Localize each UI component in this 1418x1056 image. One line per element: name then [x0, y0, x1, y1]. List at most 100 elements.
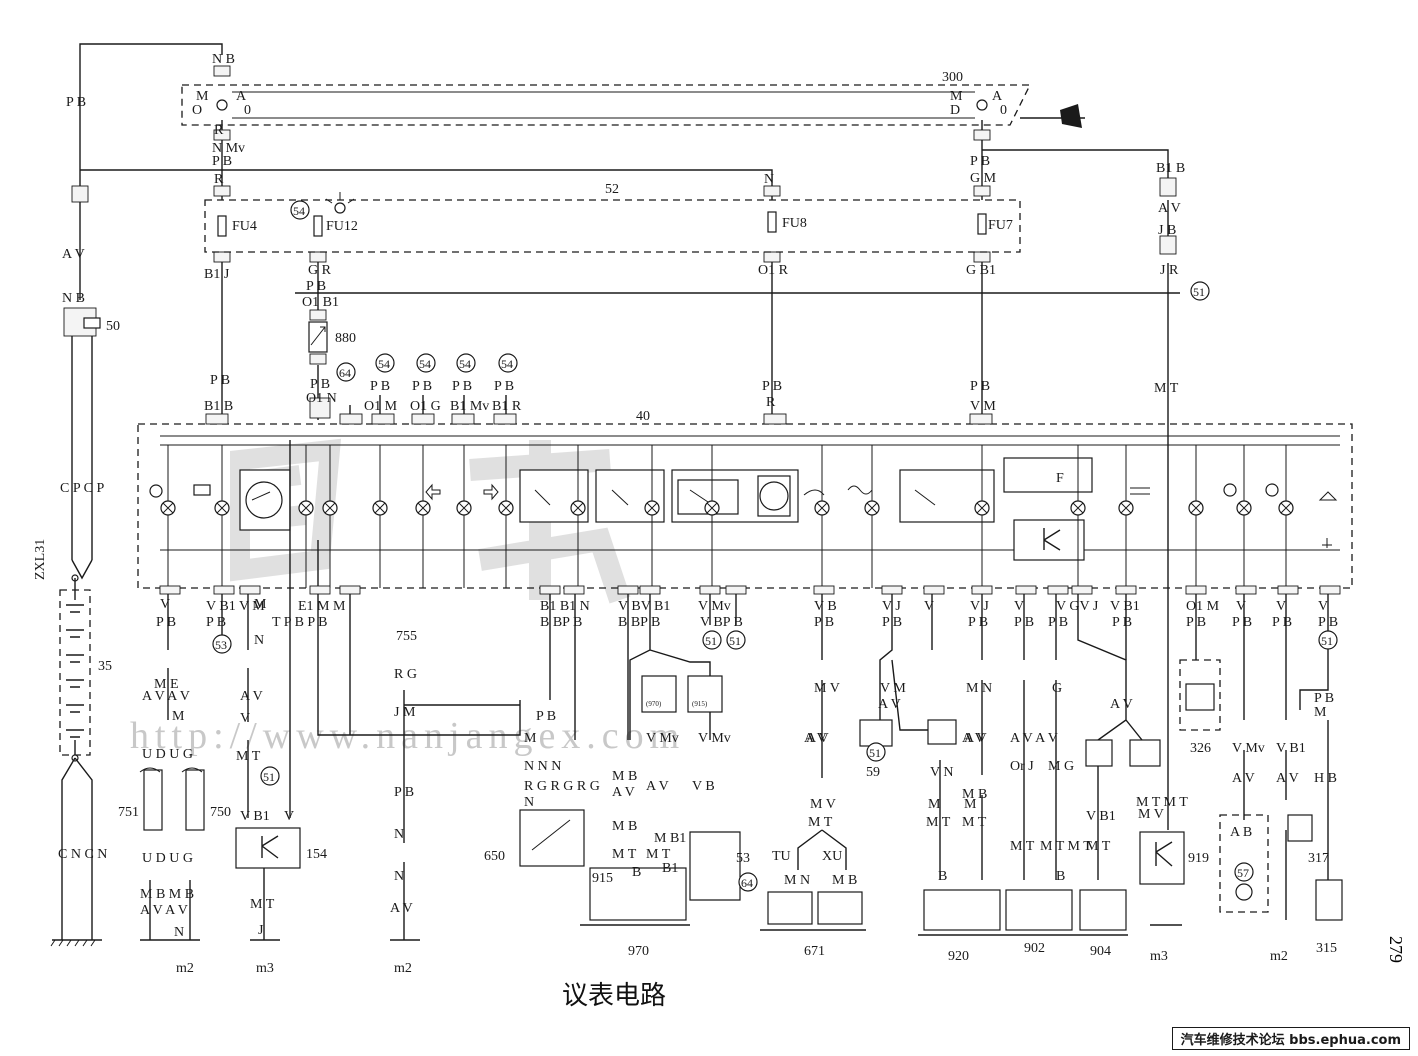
battery-icon: [193, 484, 211, 496]
wire-color-label: A V: [62, 247, 85, 262]
wire-color-label: M B: [612, 819, 637, 834]
fuse-fu8: FU8: [782, 216, 807, 231]
wire-color-label: P B: [970, 154, 990, 169]
glow-icon: [847, 485, 873, 495]
ground-m2-c: m2: [1270, 949, 1288, 964]
diode-icon: [1322, 538, 1332, 548]
connector-pin: [563, 585, 585, 595]
switch-label: A: [992, 89, 1003, 104]
ref-circle: [1190, 281, 1210, 301]
label-xu: XU: [822, 849, 842, 864]
ref-label: 51: [869, 746, 881, 760]
sensor-904: [1079, 889, 1127, 931]
wire-color-label: V: [1276, 599, 1286, 614]
ref-label: 54: [419, 357, 431, 371]
ref-circle: [1318, 630, 1338, 650]
wire-color-label: M T: [646, 847, 671, 862]
wire-color-label: M N: [966, 681, 992, 696]
ref-circle: [1234, 862, 1254, 882]
ref-label: 57: [1237, 866, 1249, 880]
wire-color-label: A V: [806, 731, 829, 746]
wire-color-label: A V: [390, 901, 413, 916]
wire-color-label: P B: [66, 95, 86, 110]
indicator-lamp: [456, 445, 472, 588]
wire-color-label: M T: [926, 815, 951, 830]
wire-color-label: G B1: [966, 263, 996, 278]
wire-color-label: N Mv: [212, 141, 245, 156]
wire-color-label: V B1 V M: [206, 599, 265, 614]
wire-color-label: V J: [882, 599, 901, 614]
wire-color-label: M T: [612, 847, 637, 862]
ref-label: 54: [293, 204, 305, 218]
instrument-panel-40: 40 F: [137, 409, 1353, 589]
page-number: 279: [1386, 930, 1410, 990]
wire-color-label: J: [258, 923, 264, 938]
label-50: 50: [106, 319, 120, 334]
label-326: 326: [1190, 741, 1211, 756]
ref-circle: [336, 362, 356, 382]
lamp-row: [160, 445, 1294, 588]
oil-icon: [803, 489, 825, 496]
wire-color-label: P B: [212, 154, 232, 169]
wire-color-label: P B: [1014, 615, 1034, 630]
label-750: 750: [210, 805, 231, 820]
ref-circle: [456, 353, 476, 373]
label-920: 920: [948, 949, 969, 964]
page-number-text: 279: [1386, 936, 1406, 963]
wire-color-label: M: [928, 797, 941, 812]
ref-label: 51: [1321, 634, 1333, 648]
connector-pin: [451, 413, 475, 425]
indicator-lamp: [1278, 445, 1294, 588]
switch-label: O: [192, 103, 202, 118]
wire-color-label: P B: [882, 615, 902, 630]
ref-label: 64: [339, 366, 351, 380]
wire-color-label: T P B P B: [272, 615, 328, 630]
wire-color-label: P B: [206, 615, 226, 630]
wire-color-label: V: [924, 599, 934, 614]
right-arrow-icon: [483, 483, 499, 501]
wire-color-label: G M: [970, 171, 997, 186]
ref-circle: [726, 630, 746, 650]
label-671: 671: [804, 944, 825, 959]
wire-color-label: V B: [814, 599, 837, 614]
wire-color-label: A B: [1230, 825, 1252, 840]
sensor-650: [519, 809, 585, 867]
wire-color-label: M B: [962, 787, 987, 802]
ground-m2-b: m2: [394, 961, 412, 976]
coolant-icon: [1130, 487, 1150, 495]
label-915: 915: [592, 871, 613, 886]
wire-color-label: H B: [1314, 771, 1337, 786]
wire-color-label: E1 M M: [298, 599, 346, 614]
watermark: http://www.nanjangex.com: [130, 715, 685, 757]
wire-color-label: V Mv: [698, 731, 731, 746]
wire-color-label: A V A V: [142, 689, 190, 704]
wire-color-label: M: [172, 709, 185, 724]
abs-icon: [1265, 483, 1279, 497]
indicator-lamp: [214, 445, 230, 588]
wire-color-label: V BP B: [700, 615, 743, 630]
wire-color-label: V B1: [1110, 599, 1140, 614]
wire-color-label: V B1: [1086, 809, 1116, 824]
wire-color-label: B: [1056, 869, 1065, 884]
label-300: 300: [942, 70, 963, 85]
label-915b: (915): [692, 700, 708, 708]
wire-color-label: R G R G R G: [524, 779, 600, 794]
wire-color-label: P B: [1048, 615, 1068, 630]
wire-color-label: N: [764, 172, 774, 187]
wire-color-label: V B1: [240, 809, 270, 824]
svg-text:F: F: [1056, 471, 1064, 486]
wire-color-label: O1 G: [410, 399, 441, 414]
wire-color-label: P B: [536, 709, 556, 724]
wire-color-label: M B M B: [140, 887, 194, 902]
wire-color-label: A V: [962, 731, 985, 746]
ref-circle: [416, 353, 436, 373]
wire-color-label: M: [1314, 705, 1327, 720]
switch-label: 0: [244, 103, 251, 118]
top-connectors: [71, 65, 1177, 263]
battery-circuit: 50 35 ZXL31: [33, 307, 120, 947]
forum-footer[interactable]: 汽车维修技术论坛 bbs.ephua.com: [1171, 1027, 1410, 1050]
label-154: 154: [306, 847, 327, 862]
wire-color-label: P B: [494, 379, 514, 394]
label-53: 53: [736, 851, 750, 866]
